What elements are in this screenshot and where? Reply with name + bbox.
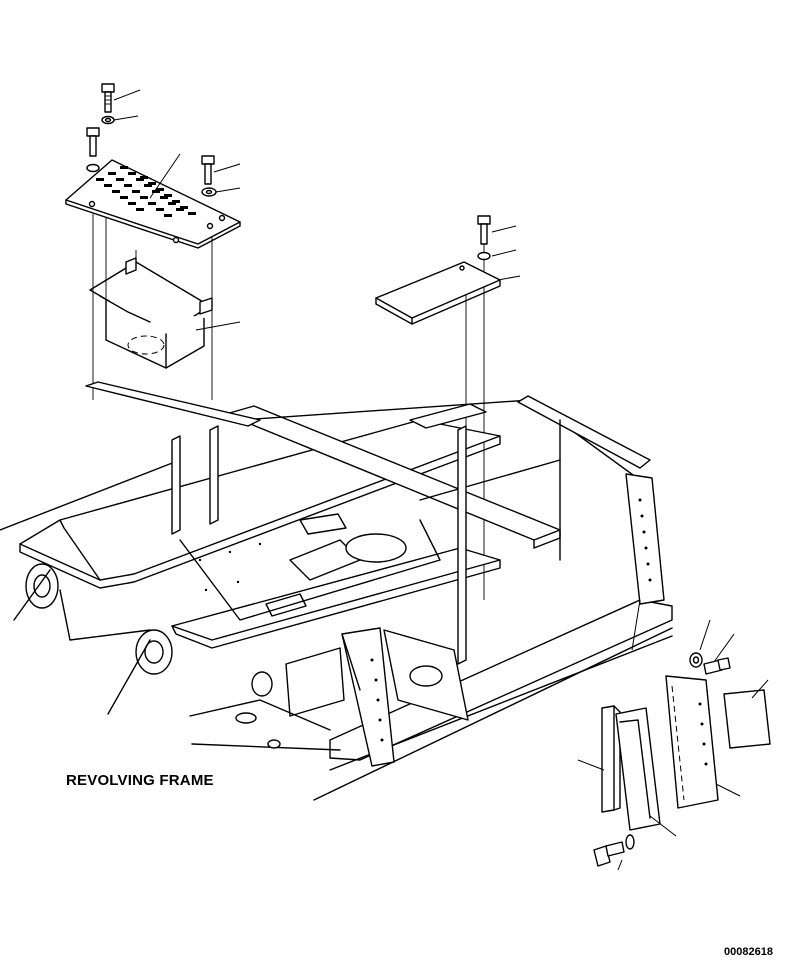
- assembly-name-label: REVOLVING FRAME: [66, 772, 214, 789]
- bolt-right-cover: [703, 657, 731, 675]
- rubber-block: [723, 689, 771, 749]
- drawing-number: 00082618: [724, 946, 773, 958]
- washer-right-cover: [689, 652, 703, 668]
- bracket-plate: [375, 261, 501, 325]
- washer-left: [86, 163, 100, 173]
- washer-top-left: [101, 115, 115, 125]
- duct-box: [89, 257, 213, 369]
- side-cover: [665, 675, 719, 809]
- leader-lines-bottom-right: [577, 599, 769, 871]
- leader-lines-top-left: [113, 89, 241, 331]
- bolt-top-left: [101, 83, 115, 113]
- bolt-right: [201, 155, 215, 185]
- leader-lines-center: [491, 225, 521, 281]
- bolt-center: [477, 215, 491, 245]
- pad-middle: [615, 707, 661, 831]
- bolt-bottom: [593, 834, 635, 867]
- washer-center: [477, 251, 491, 261]
- washer-right: [201, 187, 217, 197]
- pad-left: [601, 705, 621, 813]
- grille-cover-plate: [65, 159, 241, 249]
- bolt-left: [86, 127, 100, 157]
- revolving-frame: [0, 381, 673, 801]
